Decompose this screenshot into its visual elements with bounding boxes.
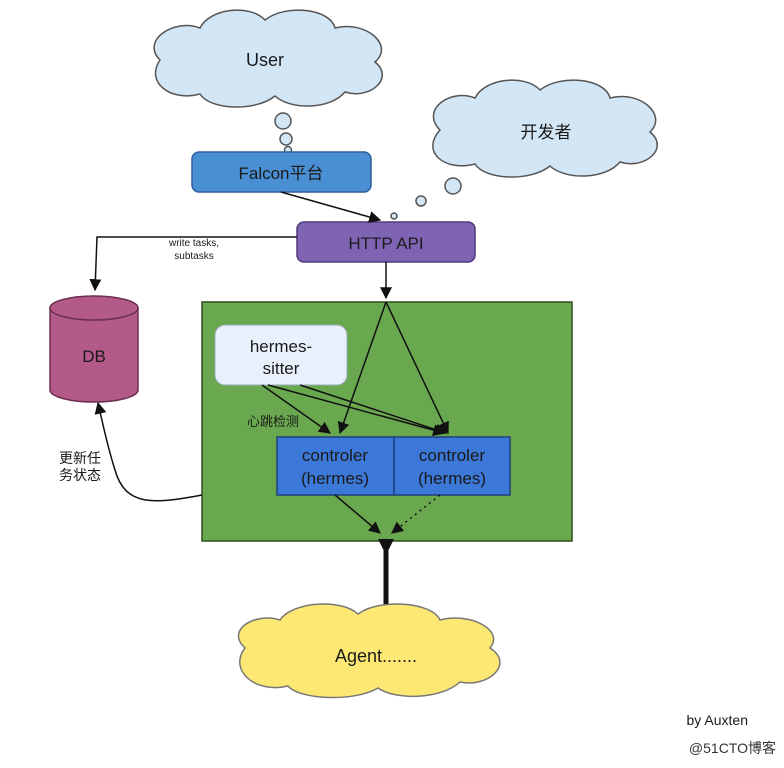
controller-1-line-1: controler bbox=[302, 446, 368, 465]
update-status-line-2: 务状态 bbox=[59, 467, 101, 483]
sitter-to-controller-1-arrow bbox=[261, 384, 331, 434]
update-status-label: 更新任 务状态 bbox=[59, 450, 101, 483]
update-status-arrow bbox=[94, 401, 203, 502]
http-api-label: HTTP API bbox=[348, 234, 423, 253]
sitter-to-controller-2-arrow-b bbox=[299, 384, 448, 436]
developer-label: 开发者 bbox=[521, 123, 572, 142]
controller-1-line-2: (hermes) bbox=[301, 469, 369, 488]
hermes-sitter-node: hermes- sitter bbox=[214, 324, 348, 386]
watermark: @51CTO博客 bbox=[689, 740, 776, 756]
falcon-platform-node: Falcon平台 bbox=[191, 151, 372, 193]
controller-2-line-1: controler bbox=[419, 446, 485, 465]
write-tasks-line-1: write tasks, bbox=[168, 238, 219, 249]
agent-cloud: Agent....... bbox=[237, 603, 501, 699]
update-status-line-1: 更新任 bbox=[59, 450, 101, 466]
write-tasks-arrow bbox=[89, 236, 297, 292]
controller-node-1: controler (hermes) bbox=[276, 436, 395, 496]
api-to-controller-2-arrow bbox=[385, 301, 449, 435]
http-api-node: HTTP API bbox=[296, 221, 476, 263]
falcon-to-api-arrow bbox=[280, 191, 382, 223]
bubble bbox=[415, 195, 427, 207]
controller-2-line-2: (hermes) bbox=[418, 469, 486, 488]
bubble bbox=[274, 112, 292, 130]
user-cloud: User bbox=[153, 9, 383, 108]
api-to-controller-1-arrow bbox=[337, 301, 387, 435]
bubble bbox=[444, 177, 462, 195]
controller-2-to-agent-dotted bbox=[391, 494, 441, 534]
hermes-sitter-line-1: hermes- bbox=[250, 337, 312, 356]
user-thought-bubbles bbox=[274, 112, 293, 155]
heartbeat-label: 心跳检测 bbox=[247, 414, 299, 429]
agent-label: Agent....... bbox=[335, 646, 417, 666]
bubble bbox=[279, 132, 293, 146]
hermes-sitter-line-2: sitter bbox=[263, 359, 300, 378]
author-credit: by Auxten bbox=[687, 712, 749, 728]
bubble bbox=[390, 212, 398, 220]
user-label: User bbox=[246, 50, 284, 70]
write-tasks-label: write tasks, subtasks bbox=[168, 238, 219, 262]
developer-thought-bubbles bbox=[390, 177, 462, 220]
developer-cloud: 开发者 bbox=[432, 79, 658, 178]
db-label: DB bbox=[82, 347, 106, 366]
write-tasks-line-2: subtasks bbox=[174, 251, 213, 262]
sitter-to-controller-2-arrow bbox=[267, 384, 446, 436]
db-node: DB bbox=[49, 295, 139, 403]
controller-1-to-agent-arrow bbox=[334, 494, 381, 534]
falcon-label: Falcon平台 bbox=[238, 164, 323, 183]
controller-node-2: controler (hermes) bbox=[393, 436, 511, 496]
cluster-arrows bbox=[261, 301, 449, 534]
